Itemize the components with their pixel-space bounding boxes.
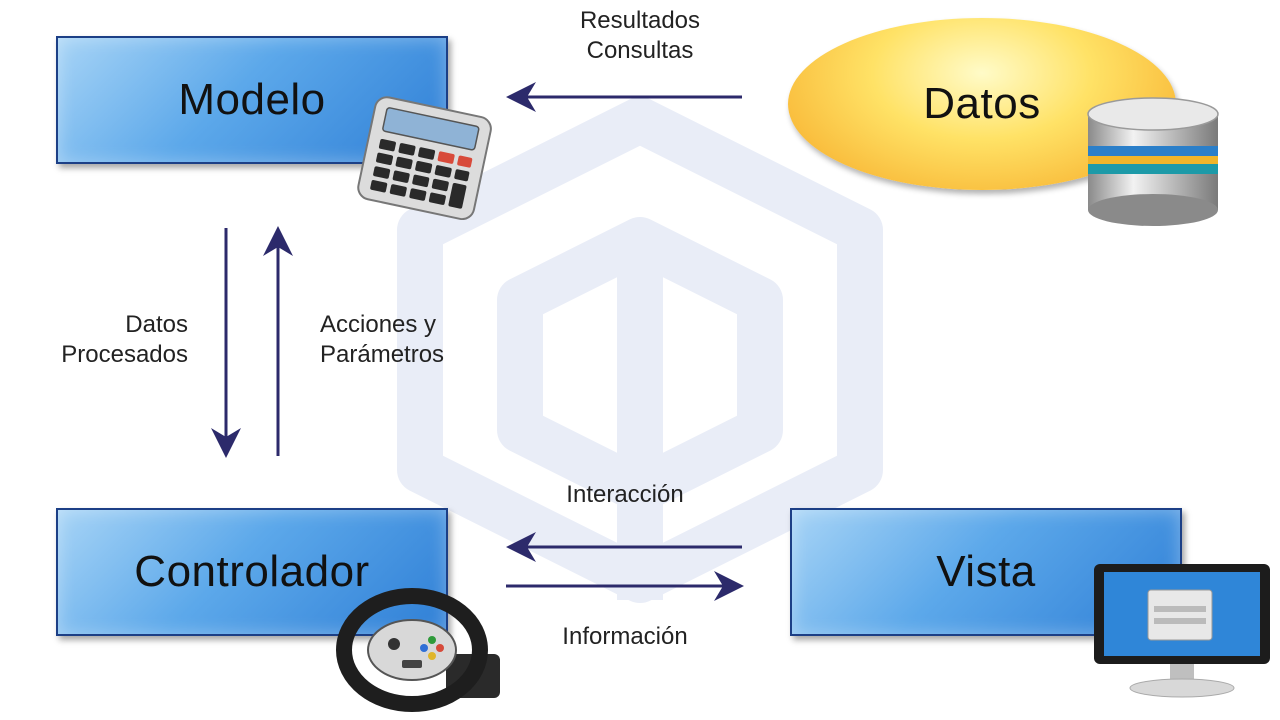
controlador-box: Controlador xyxy=(56,508,448,636)
steering-wheel-icon xyxy=(336,588,500,712)
interaccion-label: Interacción xyxy=(566,481,684,508)
acciones-parametros-label: Acciones y Parámetros xyxy=(320,310,540,370)
watermark-logo xyxy=(397,97,883,603)
procesados-line: Procesados xyxy=(61,341,188,368)
monitor-icon xyxy=(1094,564,1270,698)
consultas-line: Consultas xyxy=(586,37,694,64)
datos-label: Datos xyxy=(923,79,1041,128)
datos-line: Datos xyxy=(125,311,188,338)
controlador-label: Controlador xyxy=(134,547,370,596)
calculator-icon xyxy=(357,96,492,220)
acciones-line: Acciones y xyxy=(320,311,437,338)
database-icon xyxy=(1087,97,1219,226)
datos-procesados-label: Datos Procesados xyxy=(0,310,188,370)
informacion-label: Información xyxy=(562,623,688,650)
vista-label: Vista xyxy=(936,547,1036,596)
parametros-line: Parámetros xyxy=(320,341,445,368)
modelo-box: Modelo xyxy=(56,36,448,164)
resultados-line: Resultados xyxy=(579,7,701,34)
modelo-label: Modelo xyxy=(178,75,326,124)
resultados-consultas-label: Resultados Consultas xyxy=(520,6,760,66)
